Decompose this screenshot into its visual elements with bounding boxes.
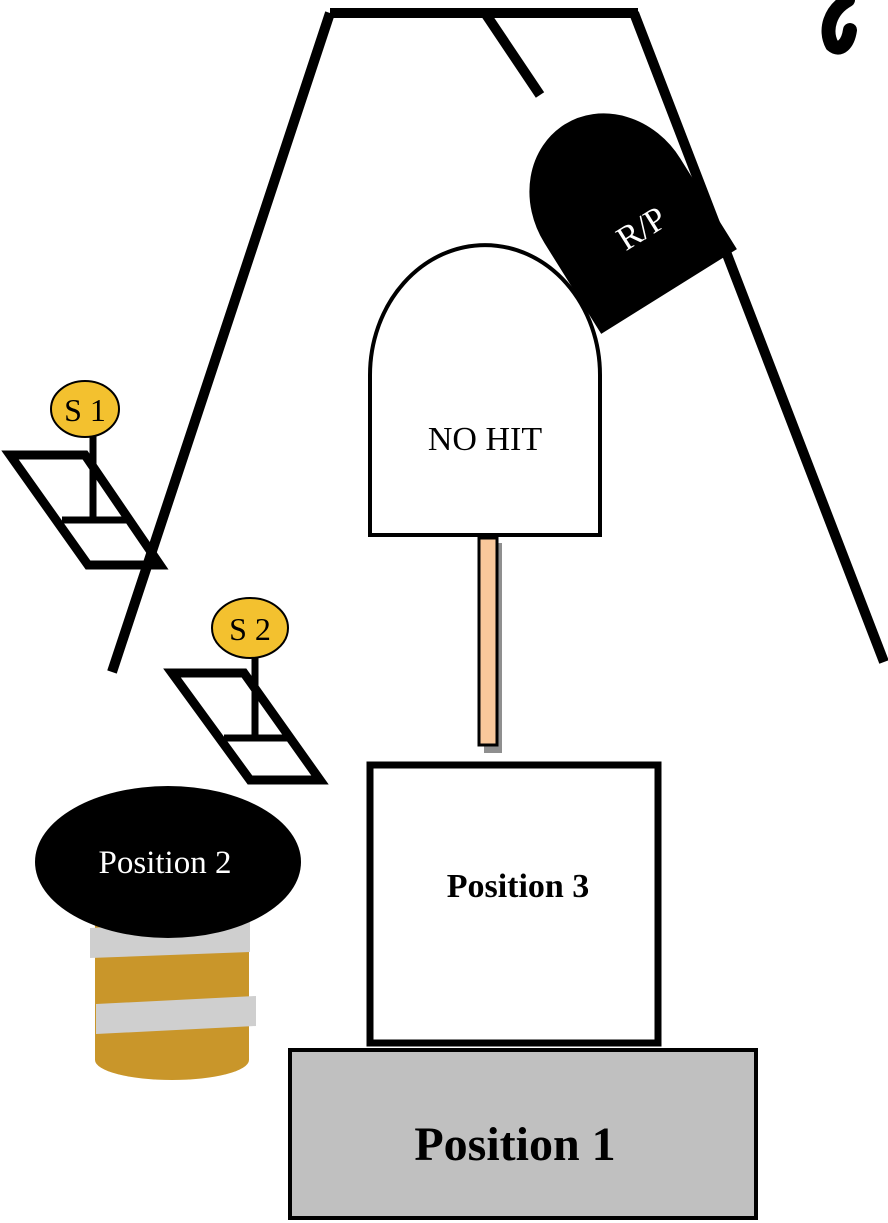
position1-label: Position 1 [414, 1118, 615, 1171]
cropped-glyph [821, 0, 857, 55]
s2-label: S 2 [229, 611, 271, 647]
position1-box: Position 1 [288, 1048, 758, 1220]
no-hit-shield: NO HIT [368, 243, 602, 537]
s2-badge [211, 597, 289, 659]
position3-label: Position 3 [447, 868, 590, 905]
position2-bucket: Position 2 [35, 786, 301, 1080]
tee-stem [477, 536, 499, 747]
position2-lid [35, 786, 301, 938]
s1-label: S 1 [64, 392, 106, 428]
s2-stand: S 2 [163, 597, 329, 785]
position2-label: Position 2 [99, 845, 232, 881]
no-hit-label: NO HIT [428, 421, 542, 458]
position3-box: Position 3 [366, 761, 662, 1047]
s1-stand: S 1 [1, 380, 169, 570]
rp-shield: R/P [529, 113, 737, 334]
s1-badge [50, 380, 120, 438]
